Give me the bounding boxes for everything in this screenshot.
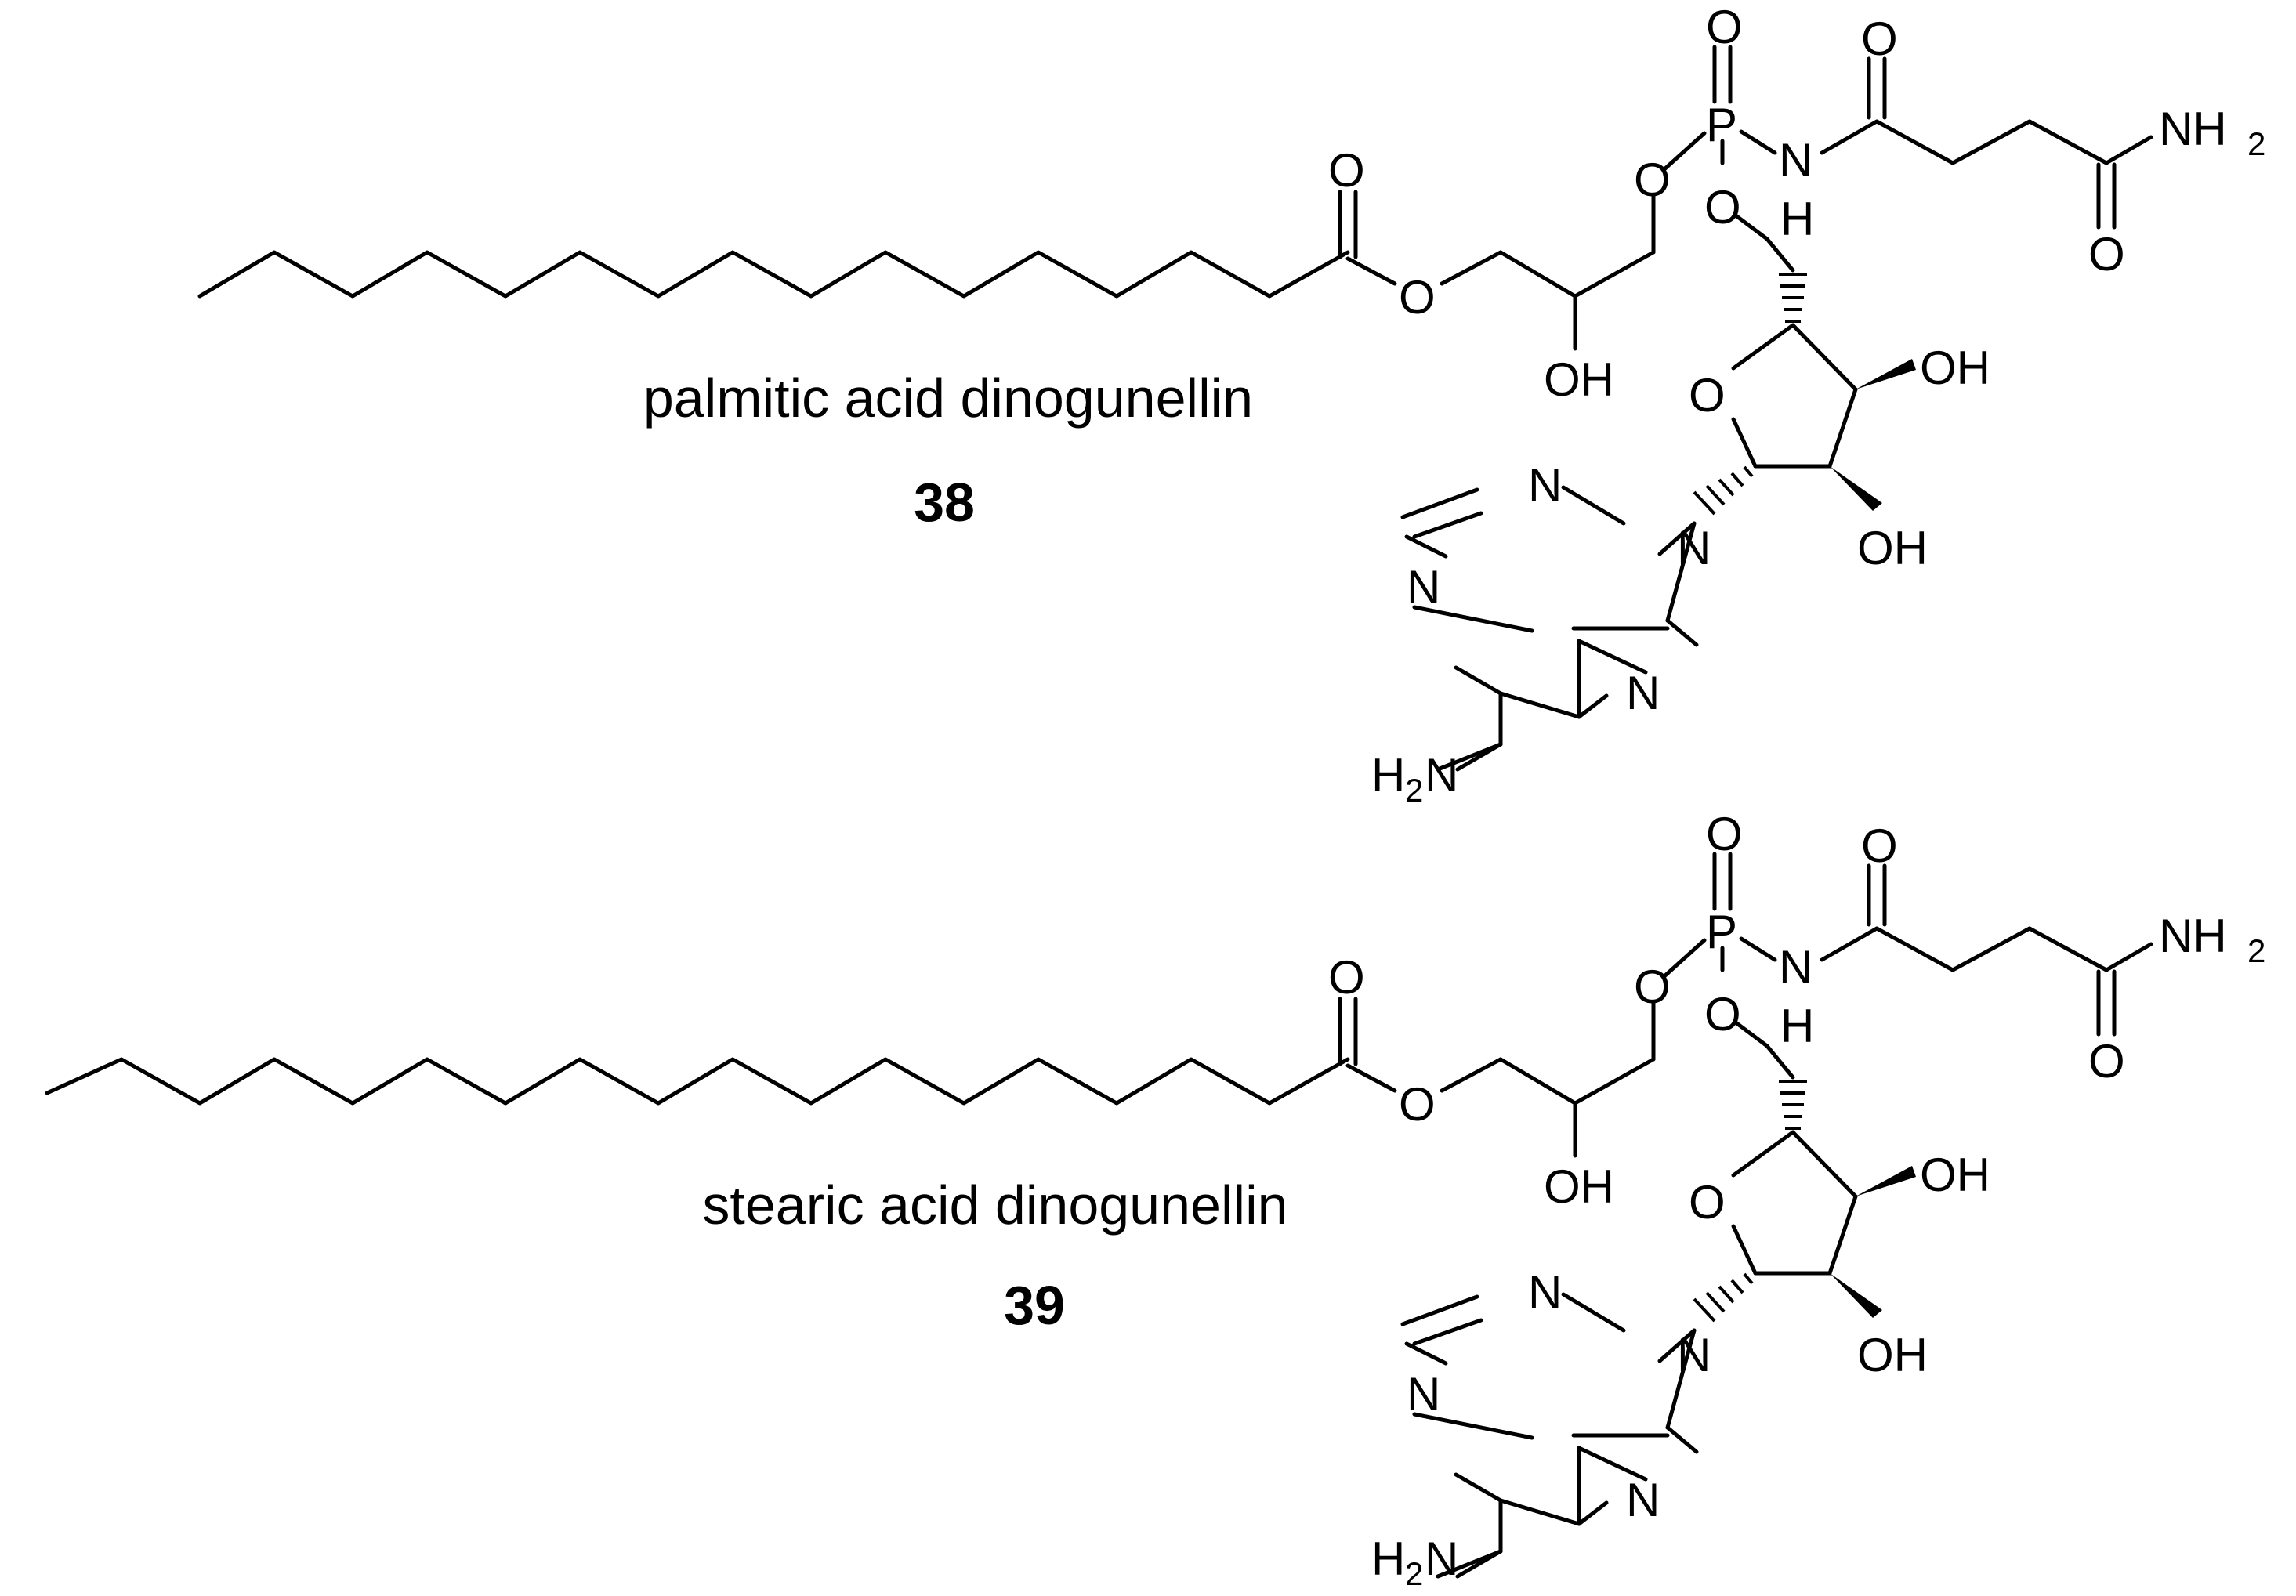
ring-oxygen: O: [1689, 369, 1726, 422]
ester-oxygen: O: [1399, 271, 1436, 324]
hydroxyl-2: OH: [1857, 522, 1928, 574]
hydroxyl: OH: [1544, 1160, 1614, 1213]
phosphorus: P: [1706, 906, 1737, 958]
adenosine-phosphoramidate-core: [1340, 854, 2151, 1576]
amine-h: H: [1371, 749, 1405, 802]
compound-name: palmitic acid dinogunellin: [643, 367, 1253, 429]
carbonyl-oxygen: O: [1328, 144, 1365, 197]
amide-nitrogen: N: [1779, 134, 1813, 186]
adenosine-phosphoramidate-core: [1340, 47, 2151, 769]
amine-n: N: [1425, 749, 1458, 802]
compound-38: O O OH O O P O N H O NH 2 O O OH OH N N …: [197, 1, 2265, 809]
purine-n1: N: [1407, 561, 1440, 613]
compound-number: 39: [1004, 1275, 1065, 1336]
phosphate-oxygen: O: [1704, 988, 1741, 1040]
compound-39: O O OH O O P O N H O NH 2 O O OH OH N N …: [45, 808, 2265, 1592]
ring-oxygen: O: [1689, 1176, 1726, 1229]
purine-n9: N: [1677, 1329, 1711, 1381]
compound-number: 38: [914, 472, 975, 533]
purine-n1: N: [1407, 1368, 1440, 1420]
purine-n9: N: [1677, 522, 1711, 574]
phosphate-ester-oxygen: O: [1634, 961, 1671, 1013]
stearic-chain: [45, 1057, 1350, 1106]
amine-h: H: [1371, 1533, 1405, 1585]
terminal-amide: NH: [2159, 103, 2227, 155]
hydroxyl: OH: [1544, 353, 1614, 406]
amine-subscript: 2: [1405, 1555, 1423, 1592]
carbonyl-oxygen: O: [1328, 951, 1365, 1004]
purine-n7: N: [1528, 459, 1562, 512]
phosphorus: P: [1706, 99, 1737, 151]
phosphate-ester-oxygen: O: [1634, 154, 1671, 206]
amine-subscript: 2: [1405, 772, 1423, 809]
amide-nitrogen: N: [1779, 941, 1813, 993]
purine-n3: N: [1626, 667, 1660, 719]
nh2-subscript: 2: [2247, 125, 2265, 162]
amide-hydrogen: H: [1780, 1000, 1814, 1052]
amide-hydrogen: H: [1780, 193, 1814, 245]
nh2-subscript: 2: [2247, 932, 2265, 969]
ester-oxygen: O: [1399, 1078, 1436, 1131]
phosphoryl-oxygen: O: [1706, 1, 1743, 53]
phosphoryl-oxygen: O: [1706, 808, 1743, 860]
hydroxyl-3: OH: [1920, 342, 1990, 394]
amine-n: N: [1425, 1533, 1458, 1585]
terminal-carbonyl-oxygen: O: [2088, 1035, 2125, 1088]
purine-n3: N: [1626, 1474, 1660, 1526]
purine-n7: N: [1528, 1266, 1562, 1319]
terminal-carbonyl-oxygen: O: [2088, 228, 2125, 280]
phosphate-oxygen: O: [1704, 181, 1741, 233]
palmitic-chain: [197, 250, 1350, 299]
amide-carbonyl-oxygen: O: [1861, 820, 1898, 872]
hydroxyl-3: OH: [1920, 1149, 1990, 1201]
wedge-stereo-bonds: [1830, 359, 1916, 511]
terminal-amide: NH: [2159, 910, 2227, 962]
compound-name: stearic acid dinogunellin: [702, 1174, 1287, 1236]
amide-carbonyl-oxygen: O: [1861, 13, 1898, 65]
wedge-stereo-bonds: [1830, 1166, 1916, 1318]
hydroxyl-2: OH: [1857, 1329, 1928, 1381]
